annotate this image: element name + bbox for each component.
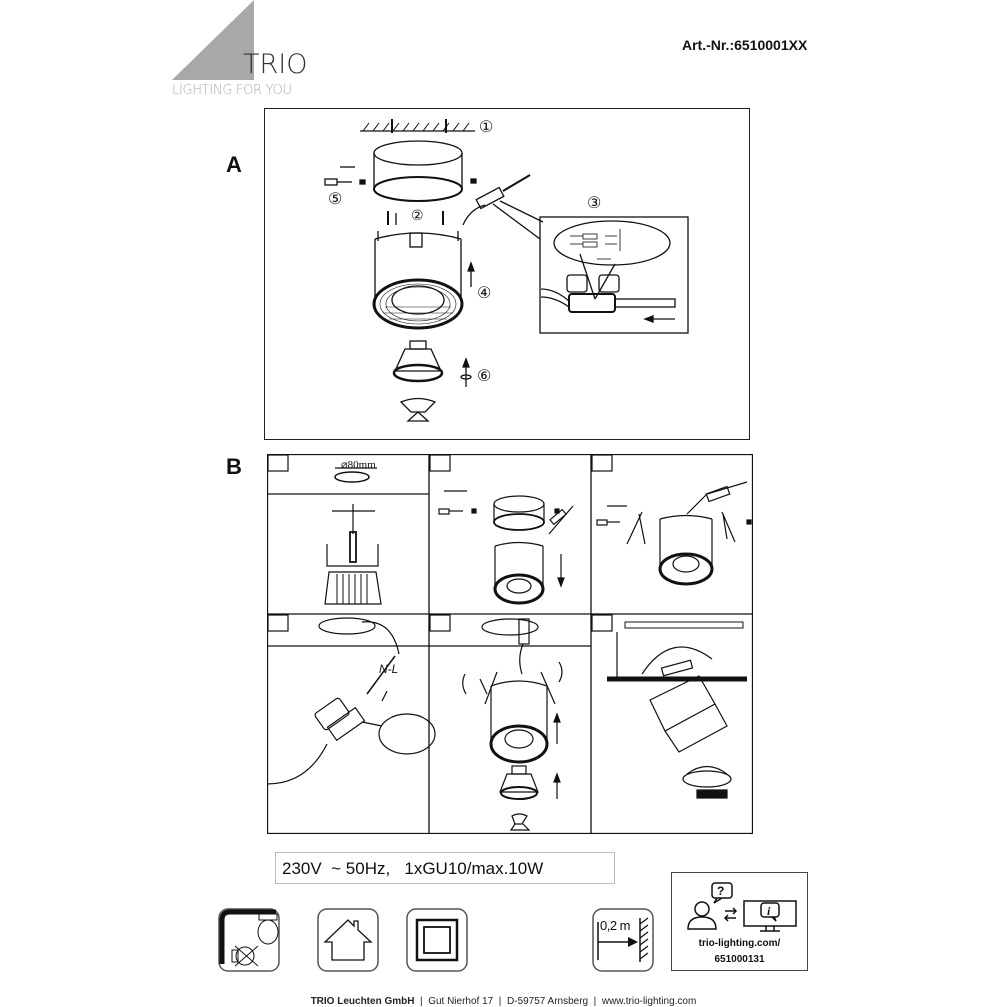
min-distance-label: 0,2 m [600,918,631,933]
question-mark-icon: ? [717,884,724,898]
footer-city: D-59757 Arnsberg [506,996,589,1007]
section-b-label: B [226,454,242,479]
wiring-n-l-label: N-L [379,662,398,676]
min-distance-icon: 0,2 m [592,908,654,972]
footer-separator: | [414,996,429,1007]
footer-separator: | [588,996,602,1007]
callout-6: ⑥ [477,368,492,385]
footer-company: TRIO Leuchten GmbH [310,996,415,1007]
logo-tagline: LIGHTING FOR YOU [172,83,292,98]
article-number: Art.-Nr.:6510001XX [682,37,808,53]
protection-class-2-icon [406,908,468,972]
assembly-drawing [324,119,689,422]
callout-4: ④ [477,285,492,302]
support-url-line-2[interactable]: 651000131 [714,954,765,965]
callout-5: ⑤ [328,191,343,208]
section-a-label: A [226,152,242,177]
info-icon: i [767,904,771,918]
footer-website[interactable]: www.trio-lighting.com [601,996,697,1007]
electrical-specs: 230V ~ 50Hz, 1xGU10/max.10W [282,859,544,878]
no-insulation-cover-icon [218,908,280,972]
indoor-use-icon [317,908,379,972]
section-b-grid: ⌀80mm N-L [267,454,753,834]
callout-3: ③ [587,195,602,212]
footer-address: Gut Nierhof 17 [428,996,494,1007]
support-url[interactable]: trio-lighting.com/ 651000131 [672,936,807,968]
footer: TRIO Leuchten GmbH | Gut Nierhof 17 | D-… [305,985,697,1007]
callout-1: ① [479,119,494,136]
support-info-box: ? i trio-lighting.com/ 651000131 [671,872,808,971]
support-illustration: ? i [687,882,797,932]
specs-box: 230V ~ 50Hz, 1xGU10/max.10W [275,852,615,884]
callout-2: ② [411,207,424,223]
footer-separator: | [493,996,507,1007]
brand-logo: TRIO LIGHTING FOR YOU [172,0,317,100]
hole-diameter-label: ⌀80mm [341,459,376,471]
logo-triangle-icon [172,0,254,80]
section-a-diagram: ① ② ③ ④ ⑤ ⑥ [264,108,750,440]
logo-brand-name: TRIO [243,49,308,80]
installation-steps-drawing: ⌀80mm N-L [267,454,753,834]
support-url-line-1[interactable]: trio-lighting.com/ [698,938,781,949]
